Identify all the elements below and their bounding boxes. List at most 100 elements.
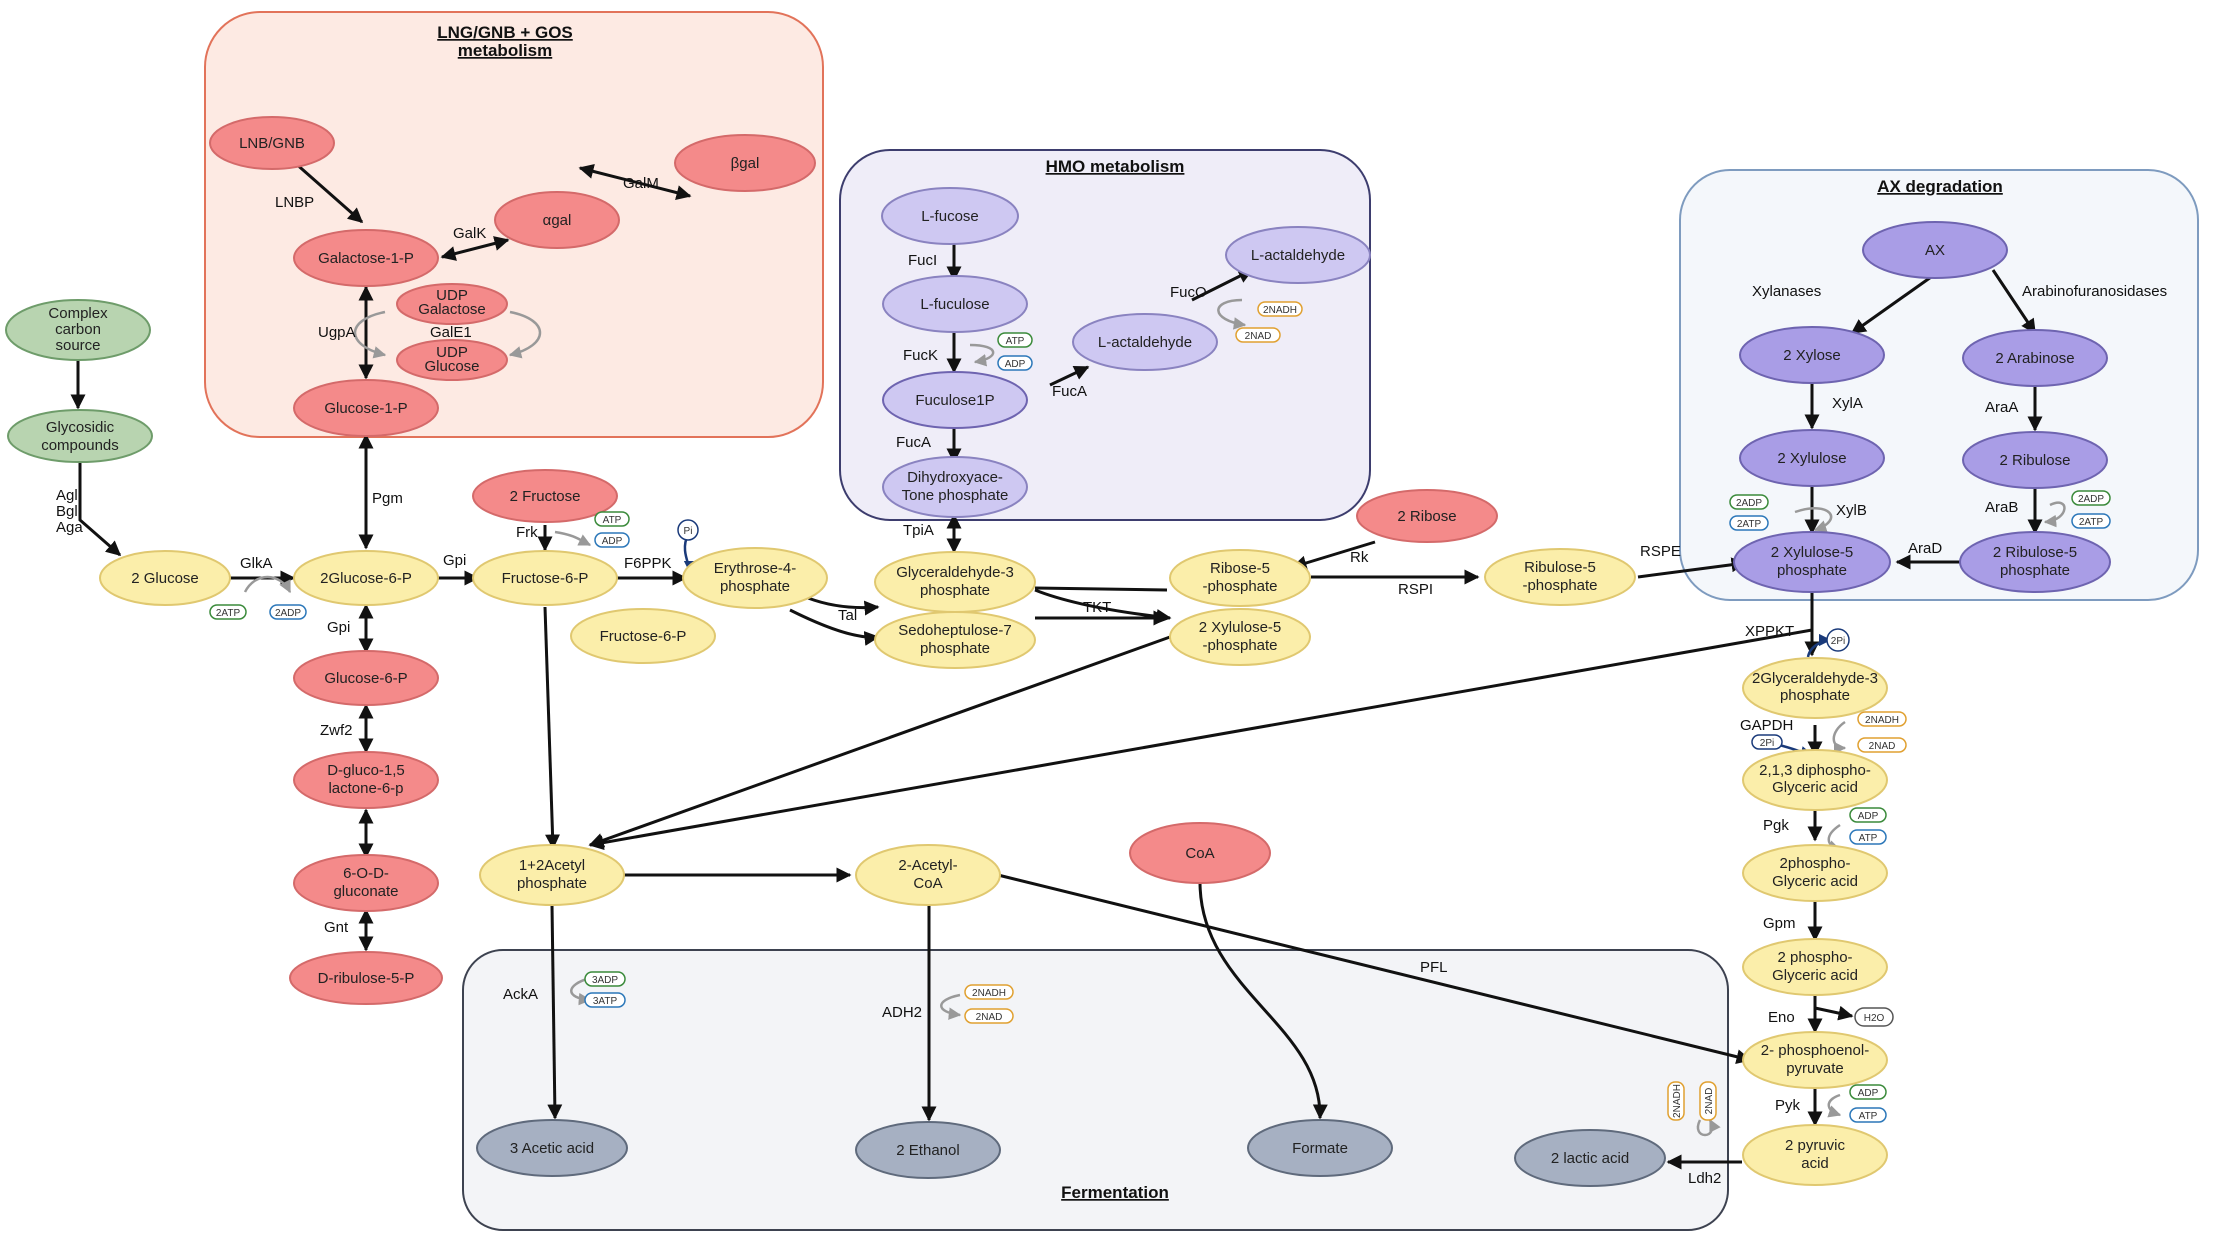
lng-box-title-line2: metabolism (458, 41, 552, 60)
svg-text:phosphate: phosphate (1780, 687, 1850, 704)
fuca-label-2: FucA (896, 434, 931, 451)
svg-text:2Glyceraldehyde-3: 2Glyceraldehyde-3 (1752, 670, 1878, 687)
pgk-out-pill: ATP (1849, 829, 1887, 845)
svg-text:2 Xylulose-5: 2 Xylulose-5 (1199, 619, 1282, 636)
svg-text:-phosphate: -phosphate (1522, 577, 1597, 594)
gapdh-in-pill: 2NADH (1857, 711, 1907, 727)
lng-box-title-line1: LNG/GNB + GOS (437, 23, 573, 42)
svg-text:ATP: ATP (603, 515, 622, 526)
svg-text:phosphate: phosphate (2000, 562, 2070, 579)
fuck-out-pill: ADP (997, 355, 1033, 371)
svg-text:2NAD: 2NAD (1704, 1088, 1715, 1115)
tkt-label: TKT (1083, 599, 1111, 616)
3pg-node: 2phospho-Glyceric acid (1742, 844, 1888, 902)
svg-text:2Pi: 2Pi (1831, 636, 1845, 647)
ax-box-title: AX degradation (1877, 177, 2003, 196)
svg-text:2NADH: 2NADH (1672, 1084, 1683, 1118)
svg-text:lactone-6-p: lactone-6-p (328, 780, 403, 797)
ribose2-node: 2 Ribose (1356, 489, 1498, 543)
gpi-label-1: Gpi (443, 552, 466, 569)
fructose-6p-b-node: Fructose-6-P (570, 608, 716, 664)
svg-text:2ADP: 2ADP (2078, 494, 2104, 505)
svg-text:ADP: ADP (602, 536, 623, 547)
svg-text:2Pi: 2Pi (1760, 738, 1774, 749)
box-titles: LNG/GNB + GOS metabolism HMO metabolism … (437, 23, 2003, 1202)
tpia-label: TpiA (903, 522, 934, 539)
svg-text:Glucose-6-P: Glucose-6-P (324, 670, 407, 687)
arabinofuranosidases-label: Arabinofuranosidases (2022, 283, 2167, 300)
reaction-arrows (70, 130, 2043, 1170)
arad-label: AraD (1908, 540, 1942, 557)
galactose-1p-node: Galactose-1-P (293, 229, 439, 287)
svg-text:-phosphate: -phosphate (1202, 637, 1277, 654)
lnb-gnb-node: LNB/GNB (209, 116, 335, 170)
svg-text:UDP: UDP (436, 344, 468, 361)
svg-text:2 Arabinose: 2 Arabinose (1995, 350, 2074, 367)
fucl-label: FucI (908, 252, 937, 269)
tal-label: Tal (838, 607, 857, 624)
ldh-in-pill: 2NADH (1667, 1081, 1685, 1121)
svg-text:Pi: Pi (684, 526, 693, 537)
glka-label: GlkA (240, 555, 273, 572)
l-lactaldehyde-a-node: L-actaldehyde (1072, 313, 1218, 371)
glka-in-pill: 2ATP (209, 604, 247, 620)
svg-text:H2O: H2O (1864, 1013, 1885, 1024)
svg-text:ADP: ADP (1858, 1088, 1879, 1099)
ugpa-label: UgpA (318, 324, 356, 341)
svg-text:L-actaldehyde: L-actaldehyde (1251, 247, 1345, 264)
pyk-label: Pyk (1775, 1097, 1801, 1114)
svg-text:2-Acetyl-: 2-Acetyl- (898, 857, 957, 874)
xyla-label: XylA (1832, 395, 1863, 412)
svg-text:Glyceric acid: Glyceric acid (1772, 967, 1858, 984)
svg-text:Glycosidic: Glycosidic (46, 419, 115, 436)
svg-text:2 Xylose: 2 Xylose (1783, 347, 1841, 364)
svg-text:2 Ethanol: 2 Ethanol (896, 1142, 959, 1159)
svg-text:gluconate: gluconate (333, 883, 398, 900)
galk-label: GalK (453, 225, 486, 242)
frk-out-pill: ADP (594, 532, 630, 548)
svg-text:L-actaldehyde: L-actaldehyde (1098, 334, 1192, 351)
gpi-label-2: Gpi (327, 619, 350, 636)
acka-in-pill: 3ADP (584, 971, 626, 987)
svg-text:phosphate: phosphate (920, 640, 990, 657)
fructose-6p-node: Fructose-6-P (472, 550, 618, 606)
eno-label: Eno (1768, 1009, 1795, 1026)
l-lactaldehyde-b-node: L-actaldehyde (1225, 226, 1371, 284)
dhap-node: Dihydroxyace-Tone phosphate (882, 456, 1028, 518)
xppkt-label: XPPKT (1745, 623, 1794, 640)
svg-text:αgal: αgal (543, 212, 572, 229)
svg-text:2ATP: 2ATP (2079, 517, 2104, 528)
zwf2-label: Zwf2 (320, 722, 353, 739)
svg-text:2 Fructose: 2 Fructose (510, 488, 581, 505)
svg-text:2 Ribose: 2 Ribose (1397, 508, 1456, 525)
pgk-in-pill: ADP (1849, 807, 1887, 823)
svg-text:Fuculose1P: Fuculose1P (915, 392, 994, 409)
frk-in-pill: ATP (594, 511, 630, 527)
svg-text:phosphate: phosphate (1777, 562, 1847, 579)
gale1-label: GalE1 (430, 324, 472, 341)
svg-text:Galactose-1-P: Galactose-1-P (318, 250, 414, 267)
rspe-label: RSPE (1640, 543, 1681, 560)
svg-text:3ATP: 3ATP (593, 996, 618, 1007)
fuck-label: FucK (903, 347, 938, 364)
svg-text:2ATP: 2ATP (216, 608, 241, 619)
svg-text:2 Xylulose-5: 2 Xylulose-5 (1771, 544, 1854, 561)
ldh-out-pill: 2NAD (1699, 1081, 1717, 1121)
cofactors: 2ATP 2ADP ATP ADP Pi ATP ADP 2NADH 2NAD … (209, 301, 2111, 1123)
svg-text:Fructose-6-P: Fructose-6-P (502, 570, 589, 587)
lactic-acid-node: 2 lactic acid (1514, 1129, 1666, 1187)
svg-text:source: source (55, 337, 100, 354)
svg-text:Fructose-6-P: Fructose-6-P (600, 628, 687, 645)
svg-text:Glucose-1-P: Glucose-1-P (324, 400, 407, 417)
svg-text:Erythrose-4-: Erythrose-4- (714, 560, 797, 577)
fermentation-box-title: Fermentation (1061, 1183, 1169, 1202)
svg-text:1+2Acetyl: 1+2Acetyl (519, 857, 585, 874)
svg-text:2,1,3 diphospho-: 2,1,3 diphospho- (1759, 762, 1871, 779)
pfl-label: PFL (1420, 959, 1448, 976)
acka-label: AckA (503, 986, 538, 1003)
svg-text:Galactose: Galactose (418, 301, 486, 318)
acetyl-coa-node: 2-Acetyl-CoA (855, 844, 1001, 906)
